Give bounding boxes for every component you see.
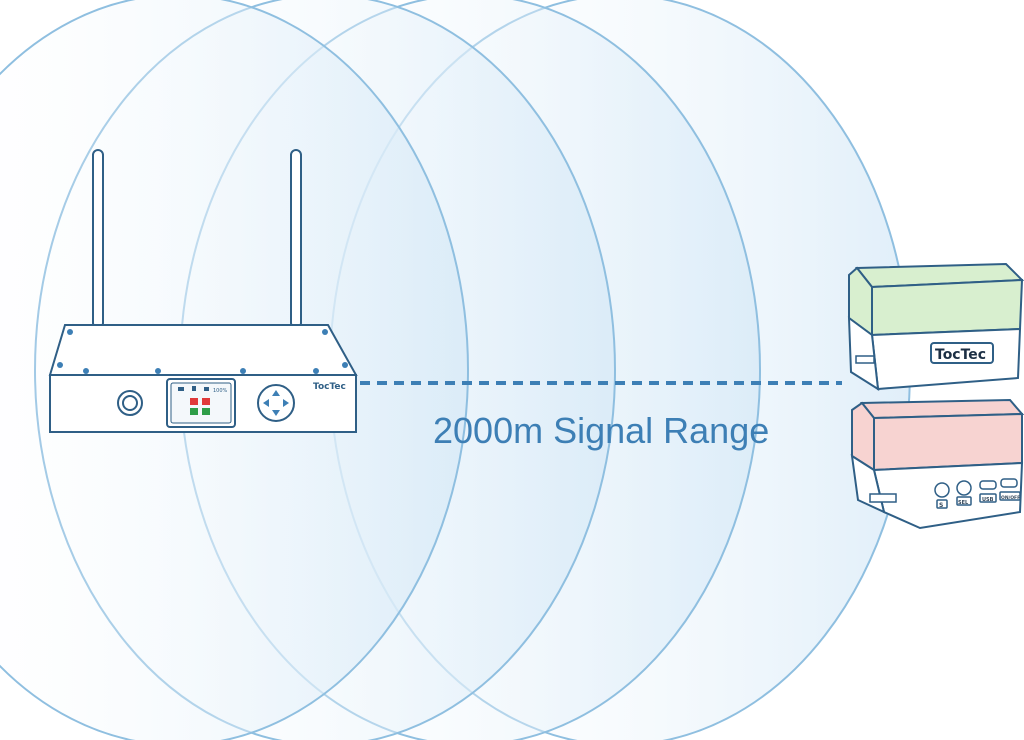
transmitter-top [48,324,358,376]
receiver-red-button-label-sel: SEL [958,500,969,506]
power-button-icon [117,390,143,416]
receiver-red-upper-front [873,412,1023,472]
transmitter-brand: TocTec [313,382,346,392]
antenna-icon [92,149,104,329]
receiver-green-upper-front [871,278,1024,337]
receiver-red-button-label-usb: USB [982,497,994,503]
screw-dots [57,329,348,374]
receiver-red-button-label-s: S [939,502,943,509]
transmitter-device: 100% TocTec [48,149,358,433]
receiver-green-brand: TocTec [935,347,986,363]
receiver-green-logo-plate [930,342,994,364]
screen-readout: 100% [213,388,228,394]
antenna-icon [290,149,302,329]
receiver-red-button-label-onoff: ON/OFF [1001,495,1020,501]
signal-range-label: 2000m Signal Range [433,410,769,451]
receiver-red: S SEL USB ON/OFF [850,398,1024,530]
receiver-green-lower-side [847,315,880,391]
signal-waves [0,0,911,740]
receiver-red-buttons [934,478,1021,509]
receiver-green: TocTec [847,262,1024,391]
directional-pad-icon [257,384,295,422]
status-leds [178,386,210,415]
